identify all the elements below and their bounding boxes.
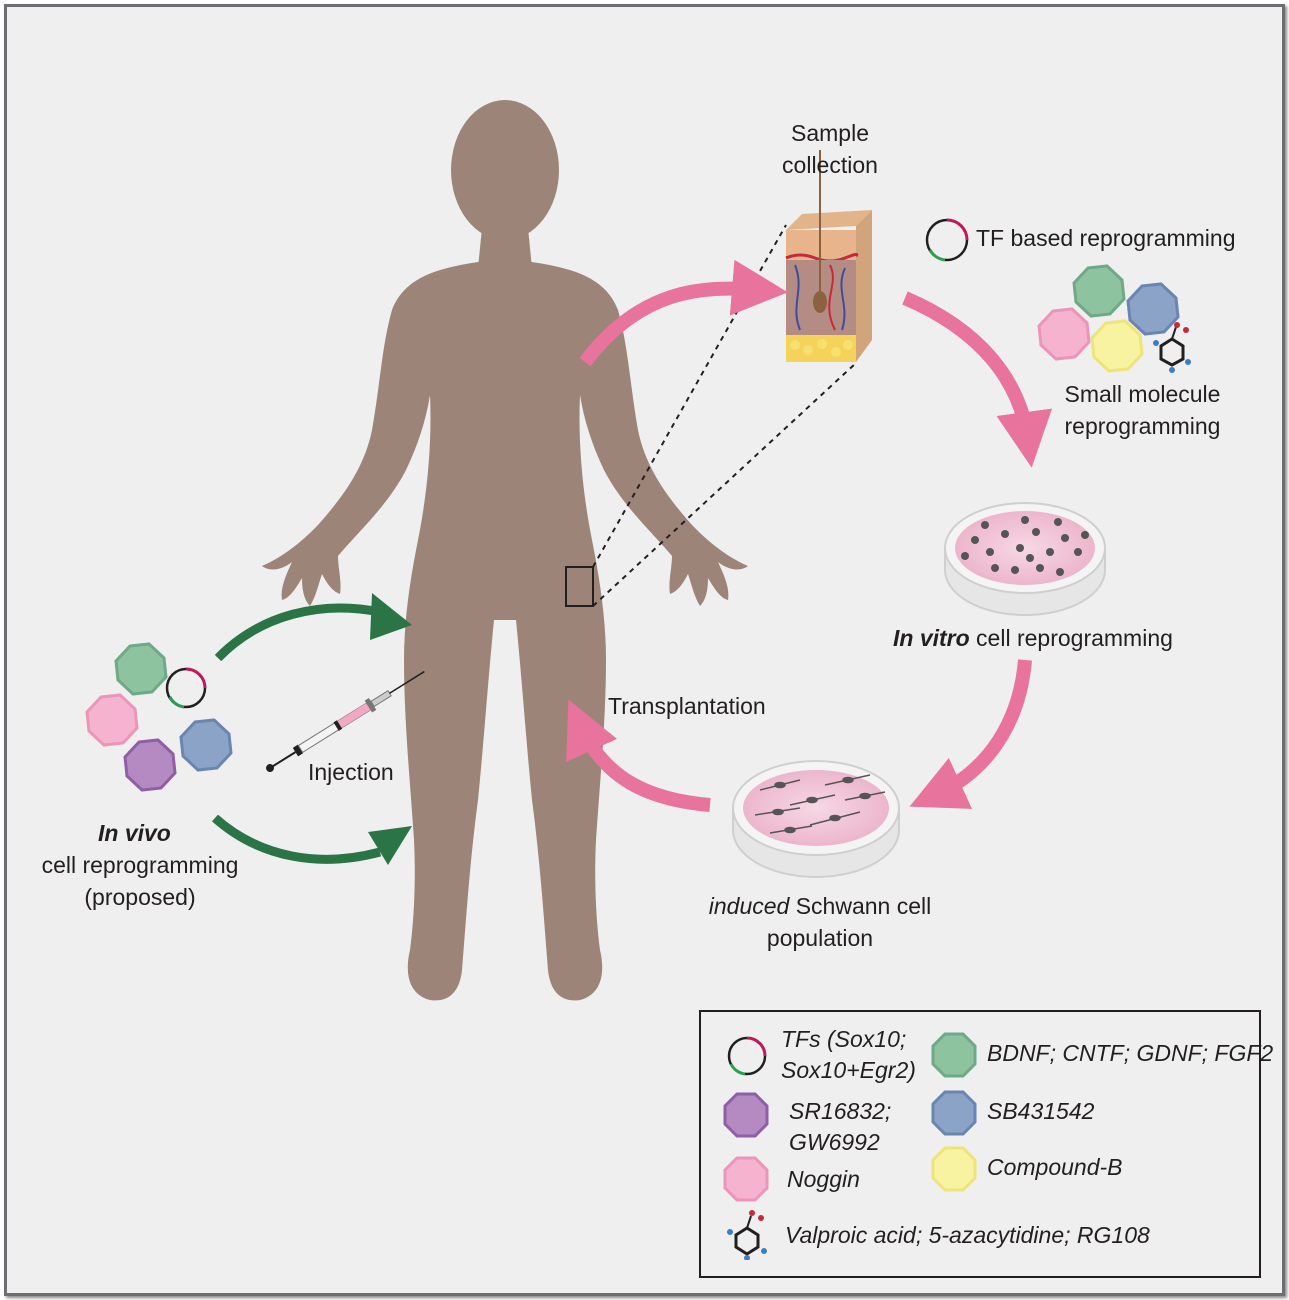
arrow-sample-to-invitro bbox=[902, 291, 1053, 468]
plasmid-icon bbox=[165, 667, 207, 709]
octagon-icon bbox=[931, 1032, 977, 1078]
in-vivo-label: In vivo cell reprogramming (proposed) bbox=[41, 820, 239, 910]
legend-noggin-label: Noggin bbox=[787, 1166, 860, 1192]
injection-label: Injection bbox=[308, 759, 394, 785]
green-arrow-upper bbox=[214, 593, 412, 662]
in-vitro-label: In vitro cell reprogramming bbox=[893, 625, 1173, 651]
octagon-icon bbox=[931, 1146, 977, 1192]
transplantation-label: Transplantation bbox=[608, 693, 766, 719]
molecule-icon bbox=[1153, 322, 1191, 373]
arrow-body-to-sample bbox=[579, 259, 788, 367]
legend-bdnf-label: BDNF; CNTF; GDNF; FGF2 bbox=[987, 1040, 1274, 1066]
octagon-icon bbox=[1126, 282, 1180, 336]
small-molecule-label: Small molecule reprogramming bbox=[1064, 381, 1221, 439]
syringe-icon bbox=[266, 670, 425, 772]
sample-collection-label: Sample collection bbox=[782, 120, 878, 178]
legend-valproic-label: Valproic acid; 5-azacytidine; RG108 bbox=[785, 1222, 1150, 1248]
octagon-icon bbox=[179, 718, 233, 772]
octagon-icon bbox=[723, 1092, 769, 1138]
octagon-icon bbox=[85, 693, 139, 747]
green-arrow-lower bbox=[212, 814, 412, 865]
legend-sr-label: SR16832; GW6992 bbox=[789, 1098, 892, 1155]
plasmid-icon bbox=[925, 218, 969, 262]
octagon-icon bbox=[123, 738, 177, 792]
legend-tfs-label: TFs (Sox10; Sox10+Egr2) bbox=[781, 1026, 916, 1083]
octagon-icon bbox=[1037, 307, 1091, 361]
octagon-icon bbox=[1072, 264, 1126, 318]
octagon-icon bbox=[1090, 319, 1144, 373]
plasmid-icon bbox=[727, 1036, 767, 1076]
skin-sample-icon bbox=[785, 150, 872, 362]
legend-compound-label: Compound-B bbox=[987, 1154, 1123, 1180]
octagon-icon bbox=[931, 1090, 977, 1136]
legend: TFs (Sox10; Sox10+Egr2) BDNF; CNTF; GDNF… bbox=[699, 1010, 1273, 1278]
octagon-icon bbox=[723, 1156, 769, 1202]
tf-reprogramming-label: TF based reprogramming bbox=[976, 225, 1236, 251]
arrow-transplantation bbox=[566, 699, 711, 812]
induced-schwann-label: induced Schwann cell population bbox=[708, 893, 932, 951]
petri-dish-icon bbox=[732, 760, 900, 878]
legend-sb-label: SB431542 bbox=[987, 1098, 1095, 1124]
sample-site-marker bbox=[565, 566, 594, 607]
arrow-invitro-to-induced bbox=[909, 659, 1032, 809]
human-body-silhouette bbox=[262, 100, 748, 1001]
octagon-icon bbox=[114, 642, 168, 696]
molecule-icon bbox=[727, 1210, 767, 1260]
petri-dish-icon bbox=[944, 502, 1106, 616]
